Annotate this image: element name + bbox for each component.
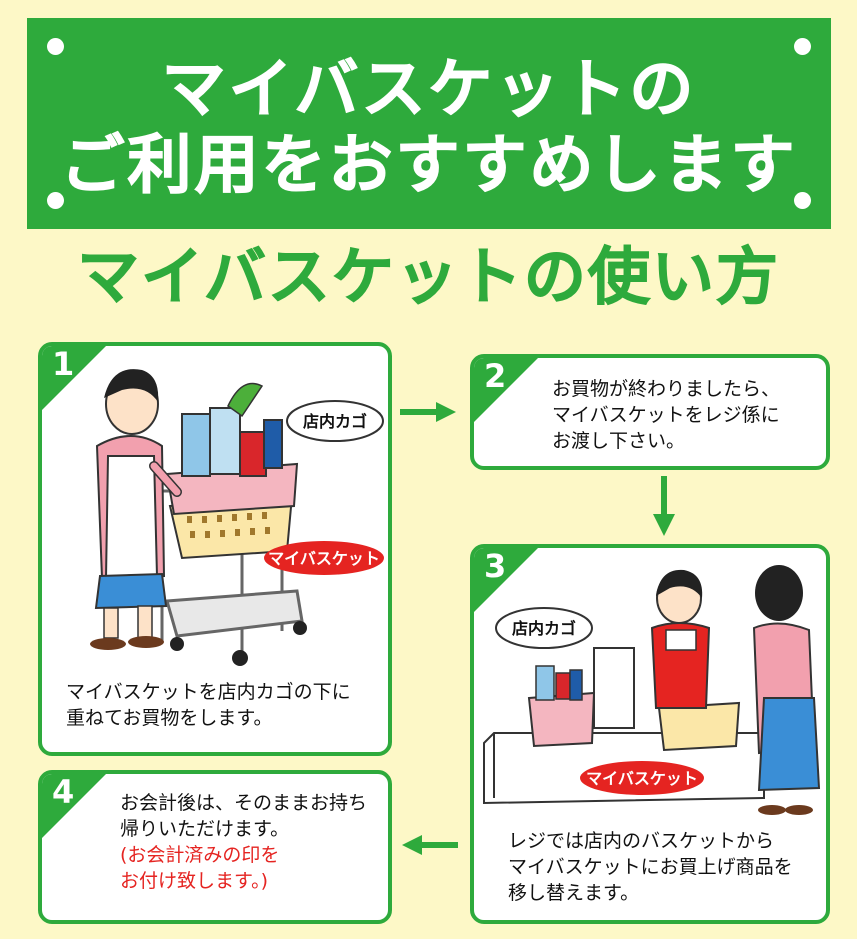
grocery-icon bbox=[239, 431, 267, 477]
grocery-icon bbox=[263, 419, 283, 469]
milk-carton-icon bbox=[181, 413, 211, 477]
callout-my-basket: マイバスケット bbox=[268, 549, 380, 568]
step-1-text-line: マイバスケットを店内カゴの下に bbox=[66, 681, 351, 703]
store-basket-icon bbox=[527, 691, 596, 748]
cashier-figure bbox=[650, 569, 711, 709]
step-number-badge bbox=[474, 548, 538, 612]
grocery-icon bbox=[569, 669, 583, 701]
step-number-badge bbox=[474, 358, 538, 422]
arrow-right-icon bbox=[400, 402, 456, 422]
callout-bubble bbox=[495, 607, 593, 649]
step-3-illustration: 店内カゴ マイバスケット bbox=[483, 565, 821, 815]
customer-figure bbox=[752, 565, 821, 815]
shopper-figure bbox=[90, 369, 182, 650]
step-4-note-line: お付け致します。) bbox=[120, 870, 269, 892]
step-3-text-line: マイバスケットにお買上げ商品を bbox=[508, 856, 793, 878]
step-2-text-line: お買物が終わりましたら、 bbox=[552, 378, 781, 400]
step-2-text-line: マイバスケットをレジ係に bbox=[552, 404, 780, 426]
step-1-text-line: 重ねてお買物をします。 bbox=[66, 707, 273, 729]
title-banner: マイバスケットの ご利用をおすすめします bbox=[27, 18, 831, 229]
arrow-down-icon bbox=[653, 476, 675, 536]
step-4-text-line: お会計後は、そのままお持ち bbox=[120, 792, 368, 814]
cart-wheel bbox=[293, 621, 307, 635]
arrow-left-icon bbox=[402, 835, 458, 855]
milk-carton-icon bbox=[535, 665, 555, 701]
callout-bubble bbox=[286, 400, 384, 442]
step-1-panel: 1 bbox=[38, 342, 392, 756]
banner-dot bbox=[794, 192, 811, 209]
step-3-panel: 3 店内カゴ マイバスケット レジでは店内 bbox=[470, 544, 830, 924]
step-2-text-line: お渡し下さい。 bbox=[552, 430, 686, 452]
step-4-note-line: (お会計済みの印を bbox=[120, 844, 280, 866]
step-1-illustration: 店内カゴ マイバスケット bbox=[90, 369, 384, 666]
page-subtitle: マイバスケットの使い方 bbox=[77, 240, 780, 313]
step-number-badge bbox=[42, 346, 106, 410]
vegetable-icon bbox=[227, 382, 264, 418]
callout-store-basket: 店内カゴ bbox=[512, 619, 576, 638]
step-3-text-line: レジでは店内のバスケットから bbox=[508, 830, 775, 852]
step-4-panel: 4 お会計後は、そのままお持ち 帰りいただけます。 (お会計済みの印を お付け致… bbox=[38, 770, 392, 924]
step-number: 2 bbox=[484, 357, 507, 395]
banner-title-line1: マイバスケットの bbox=[161, 53, 697, 127]
cart-wheel bbox=[232, 650, 248, 666]
step-number: 3 bbox=[484, 547, 507, 585]
step-2-panel: 2 お買物が終わりましたら、 マイバスケットをレジ係に お渡し下さい。 bbox=[470, 354, 830, 470]
step-number: 4 bbox=[52, 773, 75, 811]
callout-store-basket: 店内カゴ bbox=[303, 412, 367, 431]
grocery-icon bbox=[555, 672, 571, 700]
my-basket-icon bbox=[657, 701, 741, 752]
banner-dot bbox=[47, 192, 64, 209]
banner-dot bbox=[794, 38, 811, 55]
banner-title-line2: ご利用をおすすめします bbox=[60, 129, 798, 203]
step-4-text-line: 帰りいただけます。 bbox=[120, 818, 290, 840]
callout-my-basket-bubble bbox=[580, 761, 704, 795]
grocery-icon bbox=[209, 407, 241, 475]
banner-dot bbox=[47, 38, 64, 55]
callout-my-basket: マイバスケット bbox=[586, 769, 698, 788]
step-number: 1 bbox=[52, 345, 75, 383]
cart-wheel bbox=[170, 637, 184, 651]
callout-my-basket-bubble bbox=[264, 541, 384, 575]
step-3-text-line: 移し替えます。 bbox=[508, 882, 640, 904]
step-number-badge bbox=[42, 774, 106, 838]
